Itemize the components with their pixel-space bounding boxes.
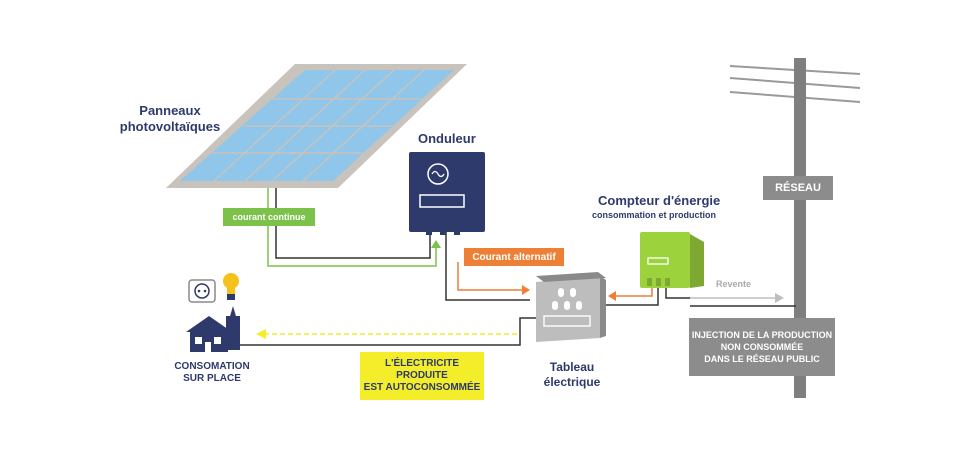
label-inverter: Onduleur [418, 131, 476, 146]
label-resale: Revente [716, 279, 752, 289]
solar-panel-icon [166, 64, 467, 188]
tag-grid-injection: INJECTION DE LA PRODUCTION NON CONSOMMÉE… [689, 318, 835, 376]
energy-meter-icon [640, 232, 704, 288]
label-meter-subtitle: consommation et production [592, 210, 717, 220]
house-icon [186, 306, 240, 352]
light-bulb-icon [223, 273, 239, 300]
tag-alternating-current: Courant alternatif [464, 248, 564, 266]
label-meter-title: Compteur d'énergie [598, 193, 721, 208]
power-outlet-icon [188, 279, 216, 303]
inverter-icon [409, 152, 485, 235]
tag-self-consumed: L'ÉLECTRICITE PRODUITE EST AUTOCONSOMMÉE [360, 352, 484, 400]
consumption-wires [232, 317, 536, 346]
resale-line [690, 293, 796, 307]
label-consumption: CONSOMATION SUR PLACE [174, 361, 250, 384]
tag-direct-current: courant continue [223, 208, 315, 226]
ac-wires [445, 232, 690, 306]
utility-pole-icon [729, 58, 861, 398]
label-solar-panels: Panneaux photovoltaïques [119, 103, 221, 134]
tag-grid: RÉSEAU [763, 176, 833, 200]
label-electrical-panel: Tableau électrique [543, 360, 601, 389]
electrical-panel-icon [536, 272, 606, 342]
